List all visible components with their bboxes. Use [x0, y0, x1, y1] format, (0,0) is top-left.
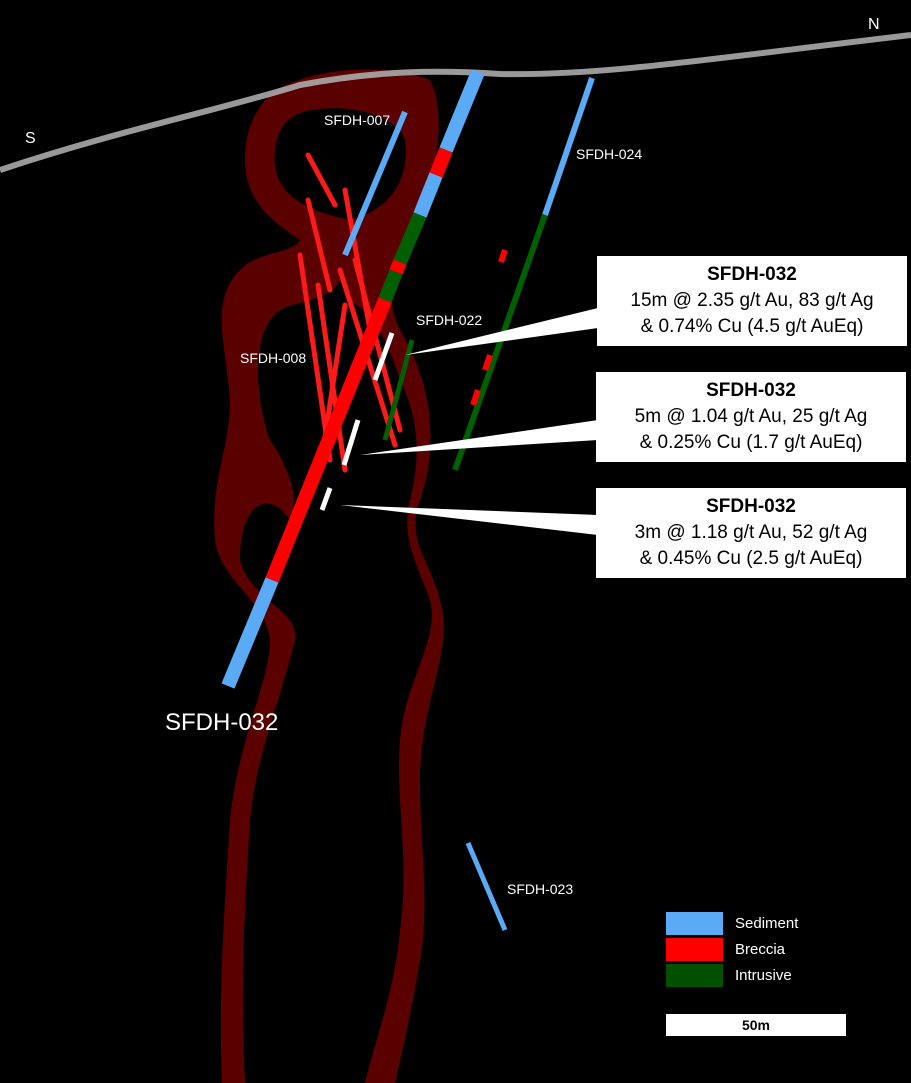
legend-swatch-intrusive — [666, 964, 723, 987]
drillhole-sfdh-023 — [465, 842, 508, 931]
compass-south: S — [25, 130, 36, 147]
intercept-callout-3: SFDH-032 3m @ 1.18 g/t Au, 52 g/t Ag & 0… — [596, 488, 906, 578]
legend-intrusive: Intrusive — [666, 964, 792, 987]
scale-bar: 50m — [666, 1014, 846, 1036]
callout-line: 3m @ 1.18 g/t Au, 52 g/t Ag — [634, 522, 868, 543]
breccia-body — [214, 69, 444, 1083]
callout-title: SFDH-032 — [706, 380, 796, 401]
callout-line: & 0.25% Cu (1.7 g/t AuEq) — [639, 432, 863, 453]
hole-label-sfdh-032: SFDH-032 — [165, 709, 279, 736]
legend-label: Intrusive — [735, 967, 792, 984]
drillhole-sfdh-007 — [342, 110, 408, 257]
callout-title: SFDH-032 — [707, 264, 797, 285]
callout-pointer-3 — [340, 505, 598, 535]
drillhole-sfdh-022 — [382, 339, 415, 441]
legend-swatch-sediment — [666, 912, 723, 935]
hole-label-sfdh-023: SFDH-023 — [507, 881, 574, 897]
legend-label: Breccia — [735, 941, 786, 958]
callout-line: 15m @ 2.35 g/t Au, 83 g/t Ag — [630, 290, 874, 311]
callout-pointer-1 — [405, 308, 598, 355]
topographic-surface — [0, 32, 911, 173]
hole-label-sfdh-007: SFDH-007 — [324, 112, 391, 128]
legend-sediment: Sediment — [666, 912, 798, 935]
callout-line: & 0.45% Cu (2.5 g/t AuEq) — [639, 548, 863, 569]
drillhole-sfdh-024 — [452, 77, 595, 471]
callout-title: SFDH-032 — [706, 496, 796, 517]
hole-label-sfdh-024: SFDH-024 — [576, 146, 643, 162]
hole-label-sfdh-008: SFDH-008 — [240, 350, 307, 366]
intercept-markers — [319, 332, 395, 511]
intercept-callout-2: SFDH-032 5m @ 1.04 g/t Au, 25 g/t Ag & 0… — [596, 372, 906, 462]
legend-breccia: Breccia — [666, 938, 785, 961]
legend-swatch-breccia — [666, 938, 723, 961]
callout-line: & 0.74% Cu (4.5 g/t AuEq) — [640, 316, 864, 337]
intercept-callout-1: SFDH-032 15m @ 2.35 g/t Au, 83 g/t Ag & … — [597, 256, 907, 346]
hole-label-sfdh-022: SFDH-022 — [416, 312, 483, 328]
callout-pointer-2 — [360, 420, 598, 455]
callout-line: 5m @ 1.04 g/t Au, 25 g/t Ag — [634, 406, 868, 427]
legend-label: Sediment — [735, 915, 799, 932]
drillhole-sfdh-032 — [221, 69, 485, 689]
compass-north: N — [868, 16, 880, 33]
